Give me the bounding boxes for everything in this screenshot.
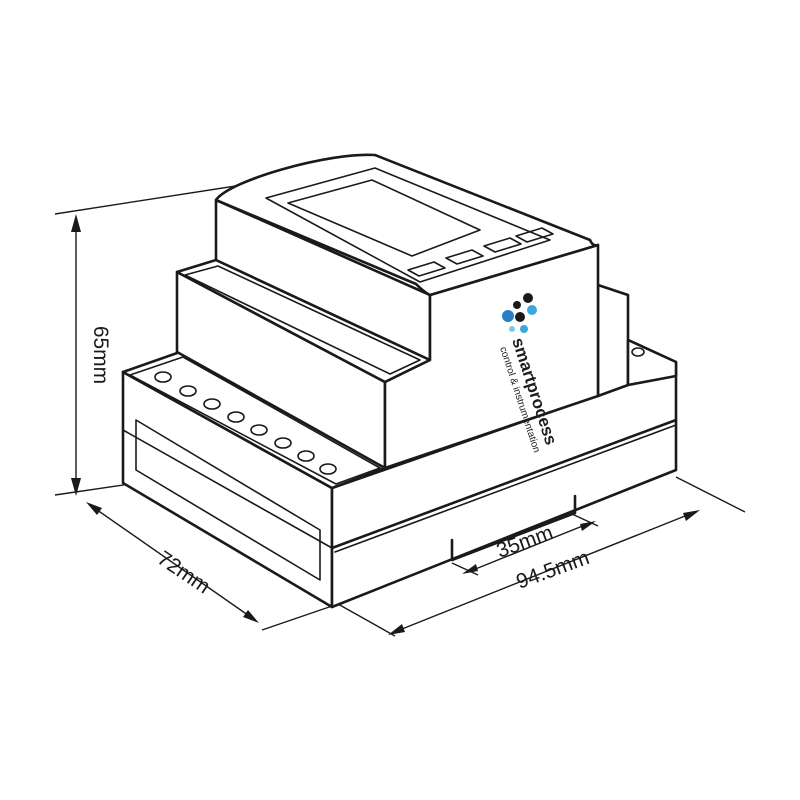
front-buttons bbox=[407, 227, 554, 277]
display-screen bbox=[287, 179, 481, 257]
display-window-frame bbox=[265, 167, 551, 283]
right-step bbox=[596, 283, 630, 398]
terminal-screws bbox=[154, 371, 337, 475]
din-rail-enclosure bbox=[121, 153, 678, 609]
top-housing-roof bbox=[214, 153, 600, 297]
height-label: 65mm bbox=[89, 326, 112, 384]
depth-label: 72mm bbox=[153, 547, 214, 599]
logo-dots-icon bbox=[502, 293, 537, 333]
